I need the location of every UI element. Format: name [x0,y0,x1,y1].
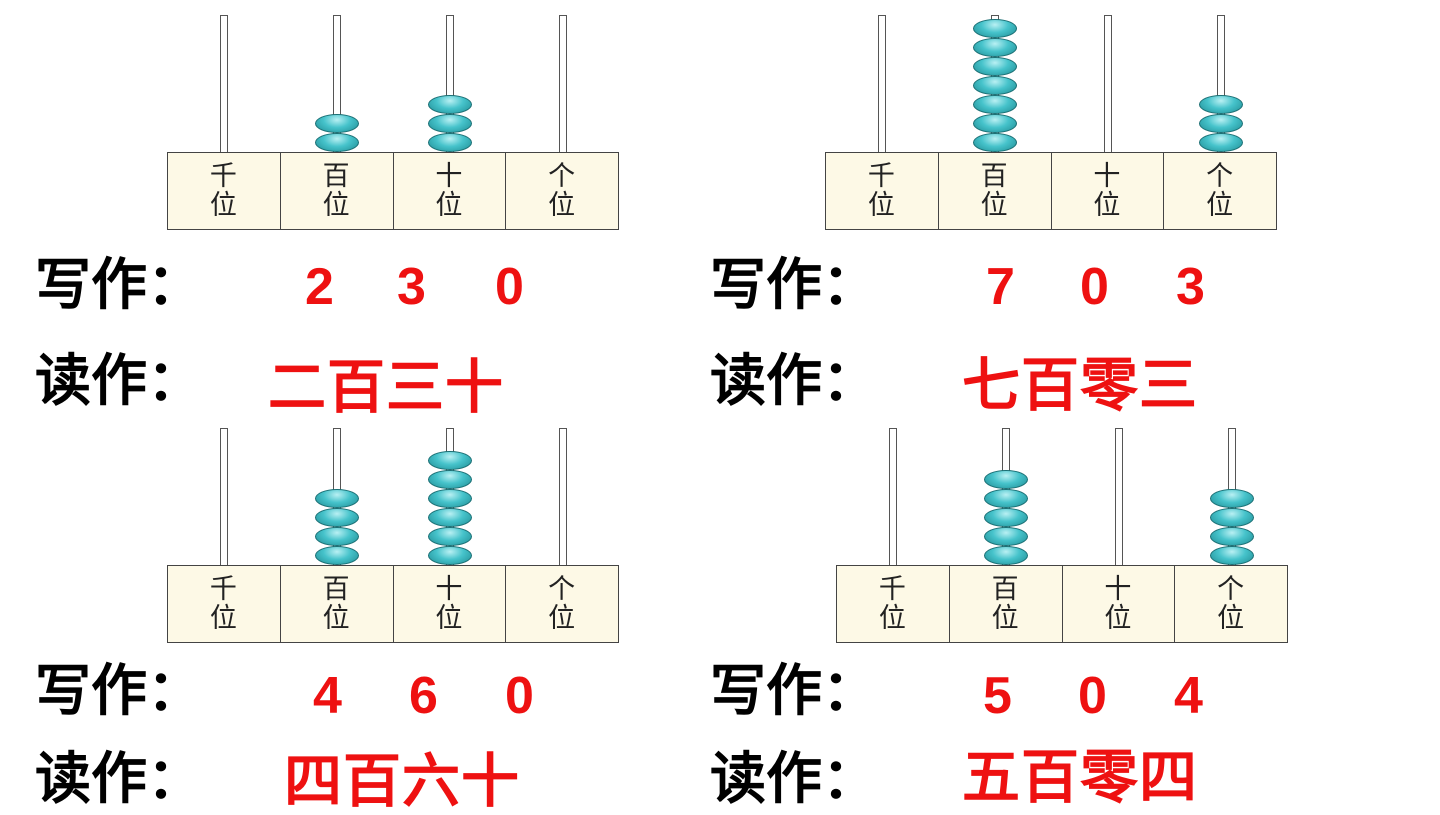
place-value-labels: 千 位百 位十 位 个 位 [167,152,619,230]
read-label-4: 读作： [710,747,878,812]
written-digit-4-1: 5 [983,667,1012,725]
place-value-labels: 千 位百 位十 位 个 位 [825,152,1277,230]
write-label-4: 写作： [710,659,878,724]
bead [314,133,359,152]
abacus-2: 千 位百 位十 位 个 位 [825,15,1277,235]
rod-tens [1114,428,1123,568]
place-value-labels: 千 位百 位十 位 个 位 [836,565,1288,643]
reading-1: 二百三十 [268,353,505,421]
place-label-tens: 十 位 [1052,153,1165,229]
written-digit-2-3: 3 [1176,258,1205,316]
bead [427,133,472,152]
reading-4: 五百零四 [962,743,1199,811]
bead [427,489,472,508]
abacus-3: 千 位百 位十 位 个 位 [167,428,619,648]
bead [1209,527,1254,546]
place-label-hundreds: 百 位 [281,566,394,642]
written-digit-2-2: 0 [1080,258,1109,316]
place-label-ones: 个 位 [548,161,577,221]
rod-thousands [219,428,228,568]
bead [983,546,1028,565]
bead [972,95,1017,114]
written-digit-1-2: 3 [397,258,426,316]
bead [314,527,359,546]
bead [314,489,359,508]
bead [983,470,1028,489]
bead [314,114,359,133]
bead [314,508,359,527]
bead [972,76,1017,95]
place-label-hundreds: 百 位 [939,153,1052,229]
rod-ones [558,428,567,568]
read-label-3: 读作： [35,747,203,812]
bead [427,527,472,546]
bead [427,451,472,470]
written-digit-4-2: 0 [1078,667,1107,725]
bead [1209,546,1254,565]
rod-thousands [888,428,897,568]
written-digit-3-2: 6 [409,667,438,725]
bead [427,470,472,489]
place-label-hundreds: 百 位 [281,153,394,229]
place-label-tens: 十 位 [394,153,507,229]
bead [427,114,472,133]
place-label-tens: 十 位 [1063,566,1176,642]
bead [427,546,472,565]
bead [1209,508,1254,527]
abacus-1: 千 位百 位十 位 个 位 [167,15,619,235]
place-label-hundreds: 百 位 [950,566,1063,642]
write-label-1: 写作： [35,253,203,318]
place-label-ones: 个 位 [548,574,577,634]
reading-2: 七百零三 [962,351,1199,419]
write-label-3: 写作： [35,659,203,724]
written-digit-2-1: 7 [986,258,1015,316]
bead [983,527,1028,546]
bead [1209,489,1254,508]
written-digit-1-1: 2 [305,258,334,316]
rod-ones [558,15,567,155]
bead [983,508,1028,527]
bead [972,38,1017,57]
bead [1198,114,1243,133]
reading-3: 四百六十 [284,747,521,815]
bead [427,508,472,527]
written-digit-3-1: 4 [313,667,342,725]
place-value-labels: 千 位百 位十 位 个 位 [167,565,619,643]
bead [972,19,1017,38]
rod-thousands [877,15,886,155]
written-digit-4-3: 4 [1174,667,1203,725]
bead [1198,95,1243,114]
bead [427,95,472,114]
abacus-4: 千 位百 位十 位 个 位 [836,428,1288,648]
bead [972,57,1017,76]
read-label-1: 读作： [35,349,203,414]
written-digit-3-3: 0 [505,667,534,725]
place-label-ones: 个 位 [1217,574,1246,634]
bead [972,133,1017,152]
place-label-tens: 十 位 [394,566,507,642]
read-label-2: 读作： [710,349,878,414]
place-label-thousands: 千 位 [168,566,281,642]
bead [314,546,359,565]
bead [1198,133,1243,152]
place-label-thousands: 千 位 [826,153,939,229]
rod-thousands [219,15,228,155]
written-digit-1-3: 0 [495,258,524,316]
rod-tens [1103,15,1112,155]
write-label-2: 写作： [710,253,878,318]
place-label-ones: 个 位 [1206,161,1235,221]
place-label-thousands: 千 位 [837,566,950,642]
place-label-thousands: 千 位 [168,153,281,229]
bead [972,114,1017,133]
bead [983,489,1028,508]
